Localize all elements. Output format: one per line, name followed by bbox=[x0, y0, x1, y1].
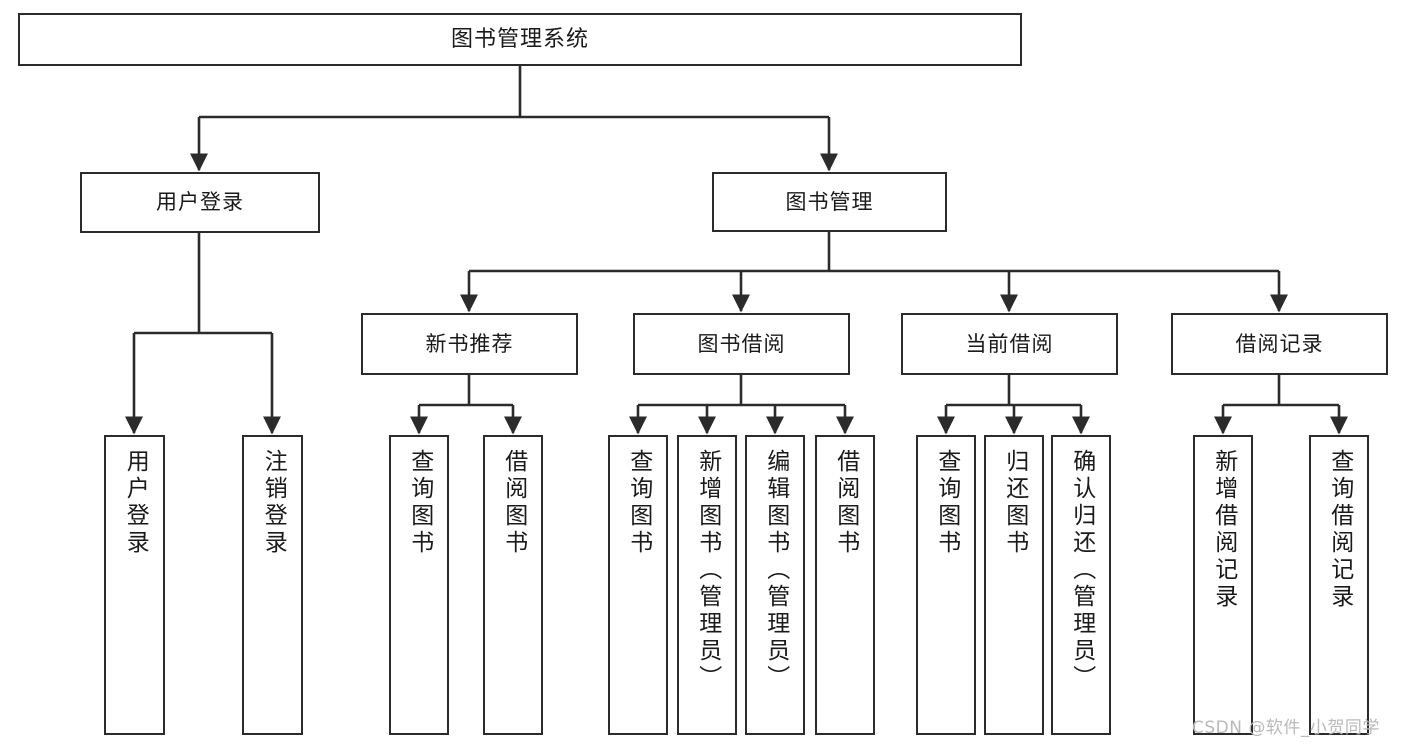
node-label: 新增借阅记录 bbox=[1210, 449, 1237, 611]
node-label: 查询图书 bbox=[625, 449, 652, 557]
node-label: 借阅记录 bbox=[1235, 331, 1324, 356]
leaf-record-add-borrow-record[interactable]: 新增借阅记录 bbox=[1193, 435, 1253, 735]
node-label: 归还图书 bbox=[1001, 449, 1028, 557]
leaf-book-borrow-edit-book-admin[interactable]: 编辑图书（管理员） bbox=[745, 435, 805, 735]
node-book-management[interactable]: 图书管理 bbox=[712, 172, 947, 232]
node-label: 新增图书（管理员） bbox=[694, 449, 721, 692]
node-label: 图书借阅 bbox=[697, 331, 786, 356]
node-root-book-management-system[interactable]: 图书管理系统 bbox=[18, 13, 1022, 66]
node-book-borrowing[interactable]: 图书借阅 bbox=[633, 313, 850, 375]
node-user-login[interactable]: 用户登录 bbox=[80, 172, 320, 233]
node-label: 用户登录 bbox=[156, 190, 244, 215]
node-current-borrowing[interactable]: 当前借阅 bbox=[901, 313, 1118, 375]
leaf-book-borrow-add-book-admin[interactable]: 新增图书（管理员） bbox=[677, 435, 737, 735]
node-label: 查询图书 bbox=[406, 449, 433, 557]
node-label: 编辑图书（管理员） bbox=[762, 449, 789, 692]
node-label: 确认归还（管理员） bbox=[1068, 449, 1095, 692]
leaf-new-book-borrow-books[interactable]: 借阅图书 bbox=[483, 435, 543, 735]
node-label: 新书推荐 bbox=[425, 331, 514, 356]
leaf-new-book-query-books[interactable]: 查询图书 bbox=[389, 435, 449, 735]
node-new-book-recommendation[interactable]: 新书推荐 bbox=[361, 313, 578, 375]
node-borrow-records[interactable]: 借阅记录 bbox=[1171, 313, 1388, 375]
node-label: 借阅图书 bbox=[500, 449, 527, 557]
leaf-user-login-logout[interactable]: 注销登录 bbox=[242, 435, 303, 735]
csdn-watermark: CSDN @软件_小贺同学 bbox=[1192, 718, 1380, 738]
leaf-current-borrow-confirm-return-admin[interactable]: 确认归还（管理员） bbox=[1051, 435, 1111, 735]
node-label: 图书管理 bbox=[785, 189, 874, 214]
node-label: 当前借阅 bbox=[965, 331, 1054, 356]
node-label: 查询借阅记录 bbox=[1326, 449, 1353, 611]
node-label: 用户登录 bbox=[122, 449, 149, 557]
node-label: 查询图书 bbox=[933, 449, 960, 557]
leaf-current-borrow-query-books[interactable]: 查询图书 bbox=[916, 435, 976, 735]
node-label: 图书管理系统 bbox=[450, 26, 589, 52]
leaf-current-borrow-return-books[interactable]: 归还图书 bbox=[984, 435, 1044, 735]
leaf-user-login-login[interactable]: 用户登录 bbox=[104, 435, 165, 735]
leaf-record-query-borrow-record[interactable]: 查询借阅记录 bbox=[1309, 435, 1369, 735]
leaf-book-borrow-borrow-books[interactable]: 借阅图书 bbox=[815, 435, 875, 735]
node-label: 借阅图书 bbox=[832, 449, 859, 557]
leaf-book-borrow-query-books[interactable]: 查询图书 bbox=[608, 435, 668, 735]
node-label: 注销登录 bbox=[260, 449, 287, 557]
